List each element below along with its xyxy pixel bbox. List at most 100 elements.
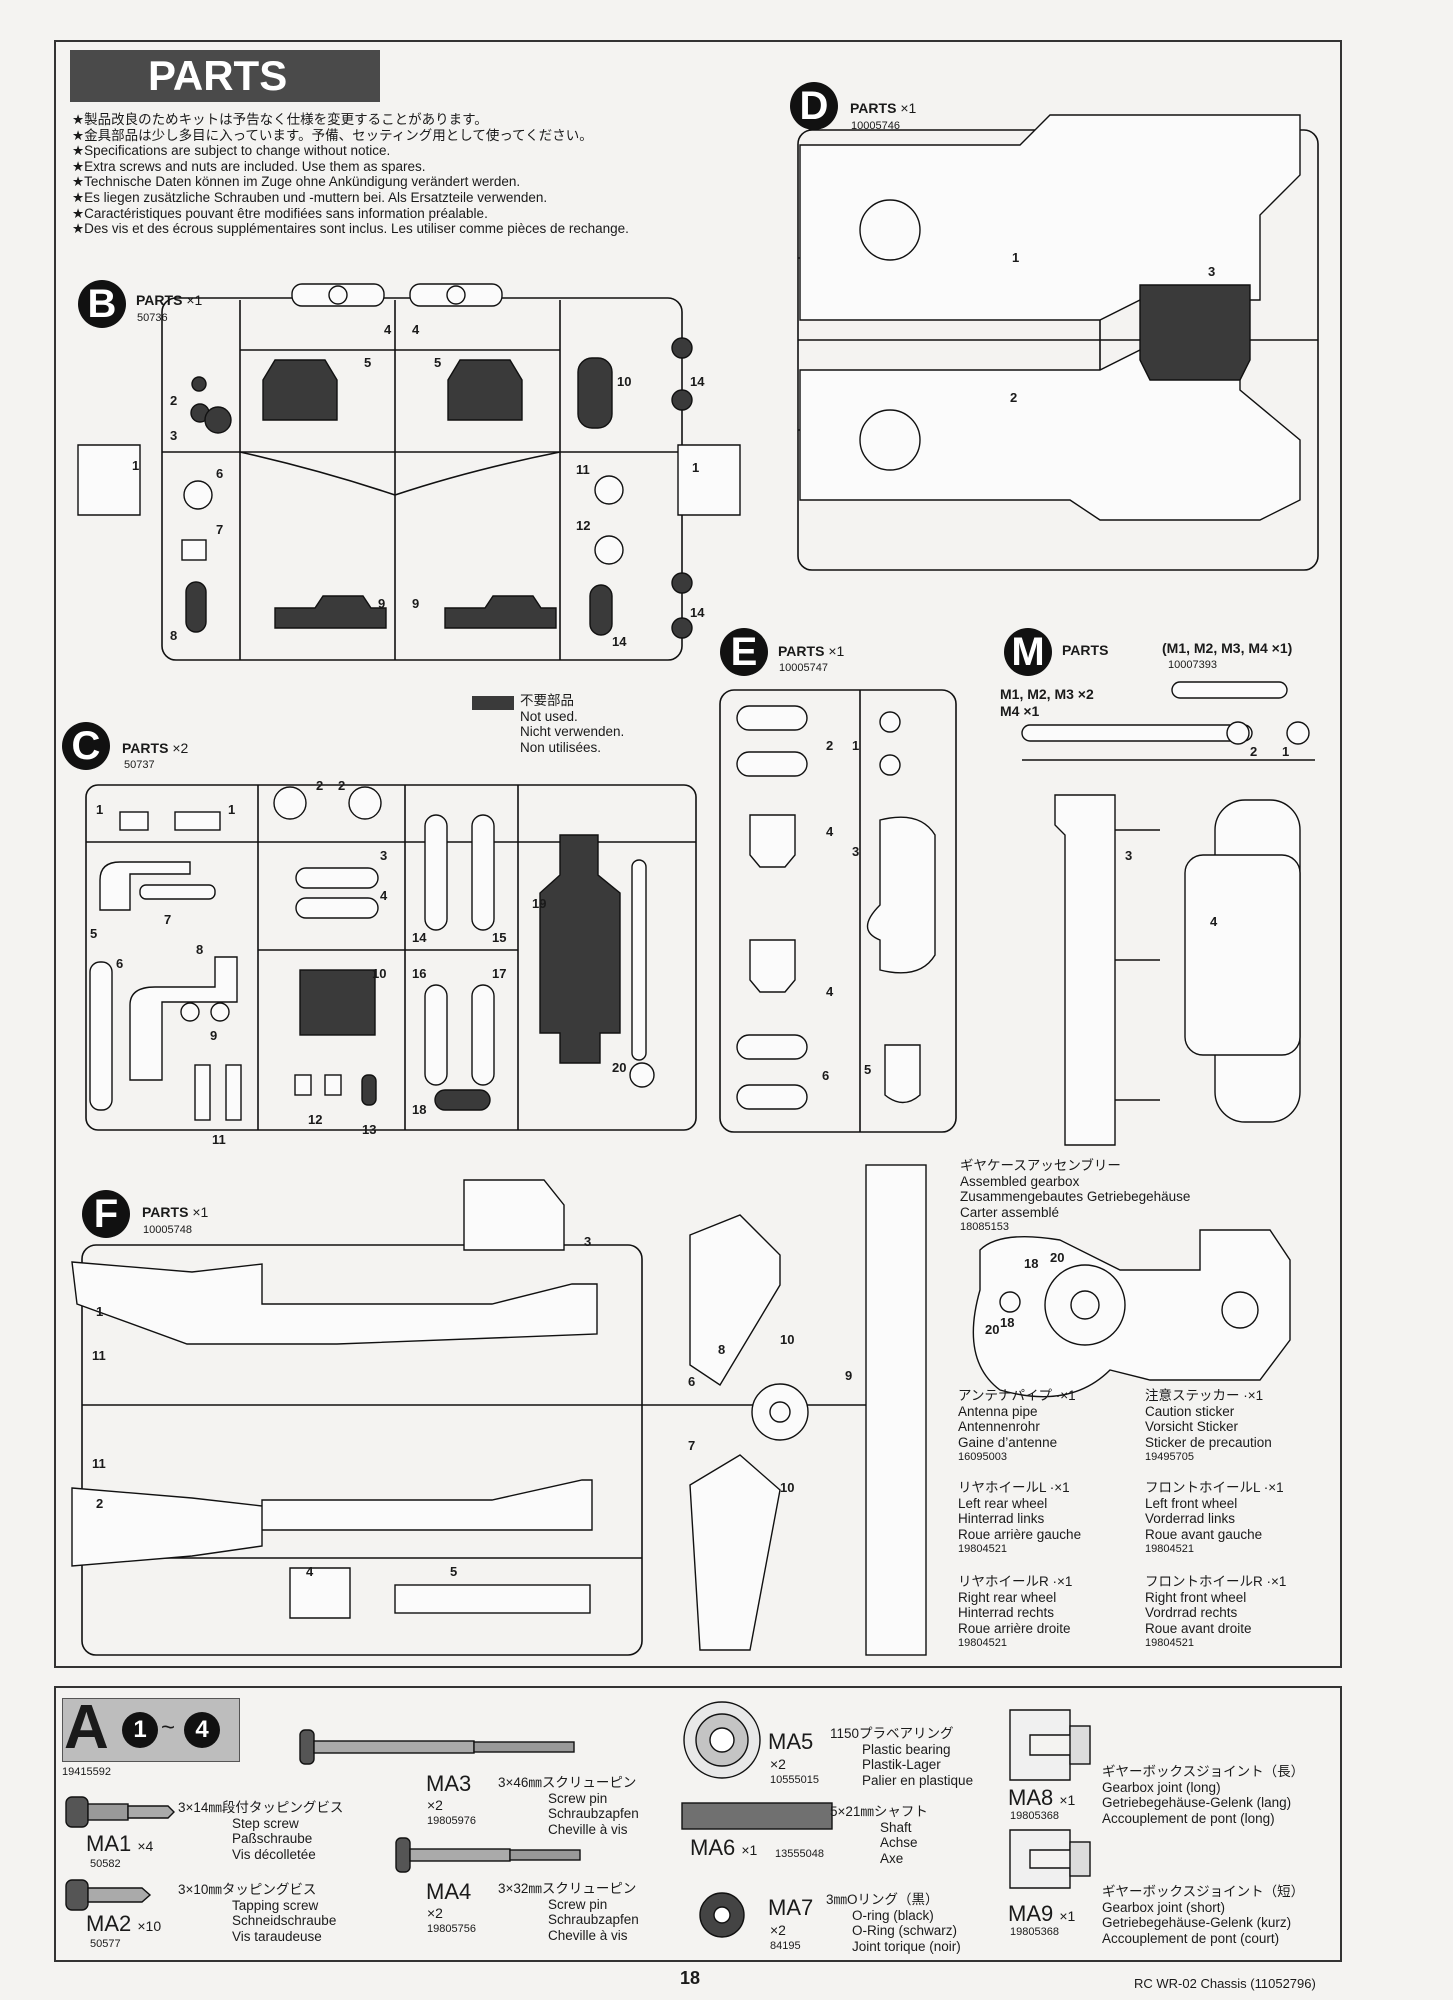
sprue-d-code: 10005746 (851, 120, 900, 132)
part-num: 9 (845, 1368, 853, 1383)
ma9-code: 19805368 (1010, 1926, 1059, 1938)
part-num: 1 (692, 460, 700, 475)
ma2-code: 50577 (90, 1938, 121, 1950)
sprue-b-code: 50736 (137, 312, 168, 324)
part-num: 16 (412, 966, 427, 981)
part-num: 2 (826, 738, 834, 753)
not-used-swatch (472, 696, 514, 710)
part-num: 1 (132, 458, 140, 473)
part-num: 3 (584, 1234, 592, 1249)
part-num: 1 (96, 1304, 104, 1319)
sprue-m-sub1: M1, M2, M3 ×2 (1000, 686, 1094, 702)
part-num: 2 (96, 1496, 104, 1511)
gearbox-drawing (972, 1229, 1291, 1398)
page-title: PARTS (70, 50, 380, 102)
part-num: 11 (92, 1456, 106, 1471)
sprue-c-parts (89, 786, 655, 1121)
hardware-frame (54, 1686, 1342, 1962)
sprue-drawings (71, 114, 1319, 1656)
sprue-f-heading: PARTS ×1 (142, 1204, 209, 1220)
ma6-code: 13555048 (775, 1848, 824, 1860)
part-num: 14 (690, 605, 705, 620)
part-num: 7 (216, 522, 224, 537)
sprue-c-badge: C (62, 722, 110, 770)
part-num: 18 (1000, 1315, 1015, 1330)
sprue-m-sub2: M4 ×1 (1000, 703, 1040, 719)
part-num: 1 (96, 802, 104, 817)
part-num: 20 (1050, 1250, 1065, 1265)
part-num: 14 (612, 634, 627, 649)
sprue-m-badge: M (1004, 628, 1052, 676)
part-num: 6 (822, 1068, 830, 1083)
ma4-label: MA4 (426, 1879, 472, 1904)
sprue-e-code: 10005747 (779, 662, 828, 674)
part-num: 6 (688, 1374, 696, 1389)
sprue-m-code: 10007393 (1168, 659, 1217, 671)
sprue-b-badge: B (78, 280, 126, 328)
part-num: 19 (532, 896, 547, 911)
ma4-qty: ×2 (427, 1905, 443, 1921)
part-num: 1 (228, 802, 236, 817)
ma8-desc: ギヤーボックスジョイント（長）Gearbox joint (long) Getr… (1102, 1764, 1305, 1826)
part-num: 7 (164, 912, 172, 927)
part-num: 12 (576, 518, 591, 533)
part-num: 2 (170, 393, 178, 408)
part-num: 9 (210, 1028, 218, 1043)
sprue-m-qty: (M1, M2, M3, M4 ×1) (1162, 640, 1293, 656)
part-num: 4 (306, 1564, 314, 1579)
sprue-f-code: 10005748 (143, 1224, 192, 1236)
sprue-f-parts (71, 1164, 927, 1656)
note-line: ★Es liegen zusätzliche Schrauben und -mu… (72, 189, 548, 205)
part-num: 8 (718, 1342, 726, 1357)
part-num: 9 (378, 596, 386, 611)
part-num: 1 (1282, 744, 1290, 759)
ma5-code: 10555015 (770, 1774, 819, 1786)
part-num: 4 (412, 322, 420, 337)
sprue-c-code: 50737 (124, 759, 155, 771)
ma5-label: MA5 (768, 1729, 814, 1754)
sprue-e-badge: E (720, 628, 768, 676)
part-num: 11 (576, 462, 590, 477)
ma4-code: 19805756 (427, 1923, 476, 1935)
bag-letter: A (64, 1693, 109, 1762)
sprue-b-parts (77, 283, 741, 639)
part-num: 5 (364, 355, 372, 370)
part-num: 17 (492, 966, 507, 981)
part-num: 5 (450, 1564, 458, 1579)
part-num: 1 (1012, 250, 1020, 265)
sprue-d-heading: PARTS ×1 (850, 100, 917, 116)
sprue-d-parts (799, 114, 1301, 521)
document-title: RC WR-02 Chassis (11052796) (1134, 1976, 1316, 1991)
part-num: 8 (170, 628, 178, 643)
part-num: 3 (852, 844, 860, 859)
part-num: 20 (612, 1060, 627, 1075)
part-num: 11 (92, 1348, 106, 1363)
note-line: ★Specifications are subject to change wi… (72, 143, 391, 159)
part-num: 8 (196, 942, 204, 957)
part-num: 20 (985, 1322, 1000, 1337)
page-number: 18 (680, 1968, 701, 1988)
ma5-qty: ×2 (770, 1756, 786, 1772)
part-num: 2 (1010, 390, 1018, 405)
ma2-label: MA2 ×10 (86, 1911, 162, 1936)
part-num: 2 (338, 778, 346, 793)
ma3-qty: ×2 (427, 1797, 443, 1813)
ma7-desc: 3㎜Oリング（黒）O-ring (black) O-Ring (schwarz)… (826, 1892, 961, 1954)
bag-step-sep: ~ (161, 1714, 176, 1741)
ma9-desc: ギヤーボックスジョイント（短）Gearbox joint (short) Get… (1102, 1884, 1305, 1946)
part-num: 1 (852, 738, 860, 753)
part-num: 12 (308, 1112, 323, 1127)
parts-frame (54, 40, 1342, 1668)
